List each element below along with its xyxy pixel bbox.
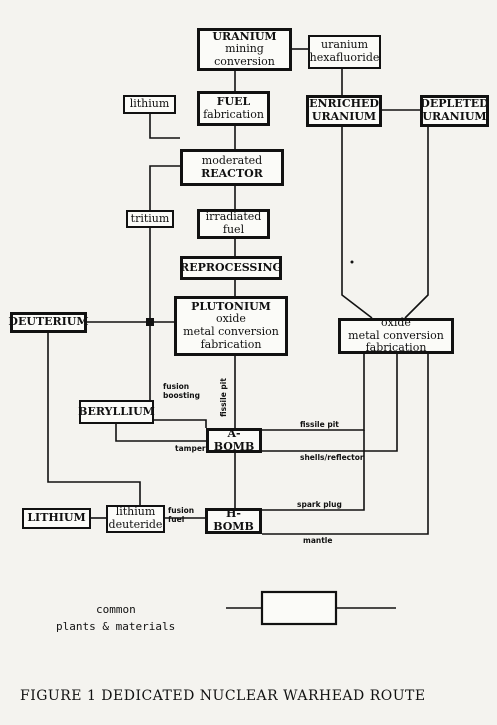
node-h-bomb: H-BOMB (205, 507, 262, 534)
edge-label-shells-reflector: shells/reflector (300, 453, 364, 462)
edge-label-fissile-pit-vertical: fissile pit (218, 378, 228, 417)
node-uranium-hexafluoride: uranium hexafluoride (308, 35, 381, 69)
edge-label-fusion-boosting: fusion boosting (163, 382, 201, 400)
edge-label-fissile-pit: fissile pit (300, 420, 339, 429)
junction-marker (146, 318, 154, 326)
node-enriched-uranium: ENRICHED URANIUM (306, 95, 382, 127)
node-a-bomb: A-BOMB (206, 427, 262, 453)
node-tritium: tritium (126, 210, 174, 228)
figure-caption: FIGURE 1 DEDICATED NUCLEAR WARHEAD ROUTE (20, 688, 426, 704)
node-reprocessing: REPROCESSING (180, 256, 282, 280)
edge-label-mantle: mantle (303, 536, 333, 545)
node-plutonium: PLUTONIUM oxide metal conversion fabrica… (174, 296, 288, 356)
node-fuel-fabrication: FUEL fabrication (197, 91, 270, 126)
edge-label-fusion-fuel: fusion fuel (168, 506, 195, 525)
node-lithium-deuteride: lithium deuteride (106, 505, 165, 533)
node-depleted-uranium: DEPLETED URANIUM (420, 95, 489, 127)
legend-symbol-box (260, 590, 338, 626)
node-lithium-small: lithium (123, 95, 176, 114)
node-uranium-mining: URANIUM mining conversion (197, 28, 292, 71)
edge-label-tamper: tamper (175, 444, 206, 453)
edge-label-spark-plug: spark plug (297, 500, 342, 509)
legend-line-1: common (96, 603, 136, 616)
node-deuterium: DEUTERIUM (8, 312, 89, 333)
node-lithium-big: LITHIUM (22, 508, 91, 529)
legend-line-2: plants & materials (56, 620, 176, 633)
node-irradiated-fuel: irradiated fuel (197, 209, 270, 239)
node-beryllium: BERYLLIUM (78, 400, 155, 424)
node-moderated-reactor: moderated REACTOR (180, 149, 284, 186)
node-oxide-metal-conversion: oxide metal conversion fabrication (338, 316, 454, 354)
